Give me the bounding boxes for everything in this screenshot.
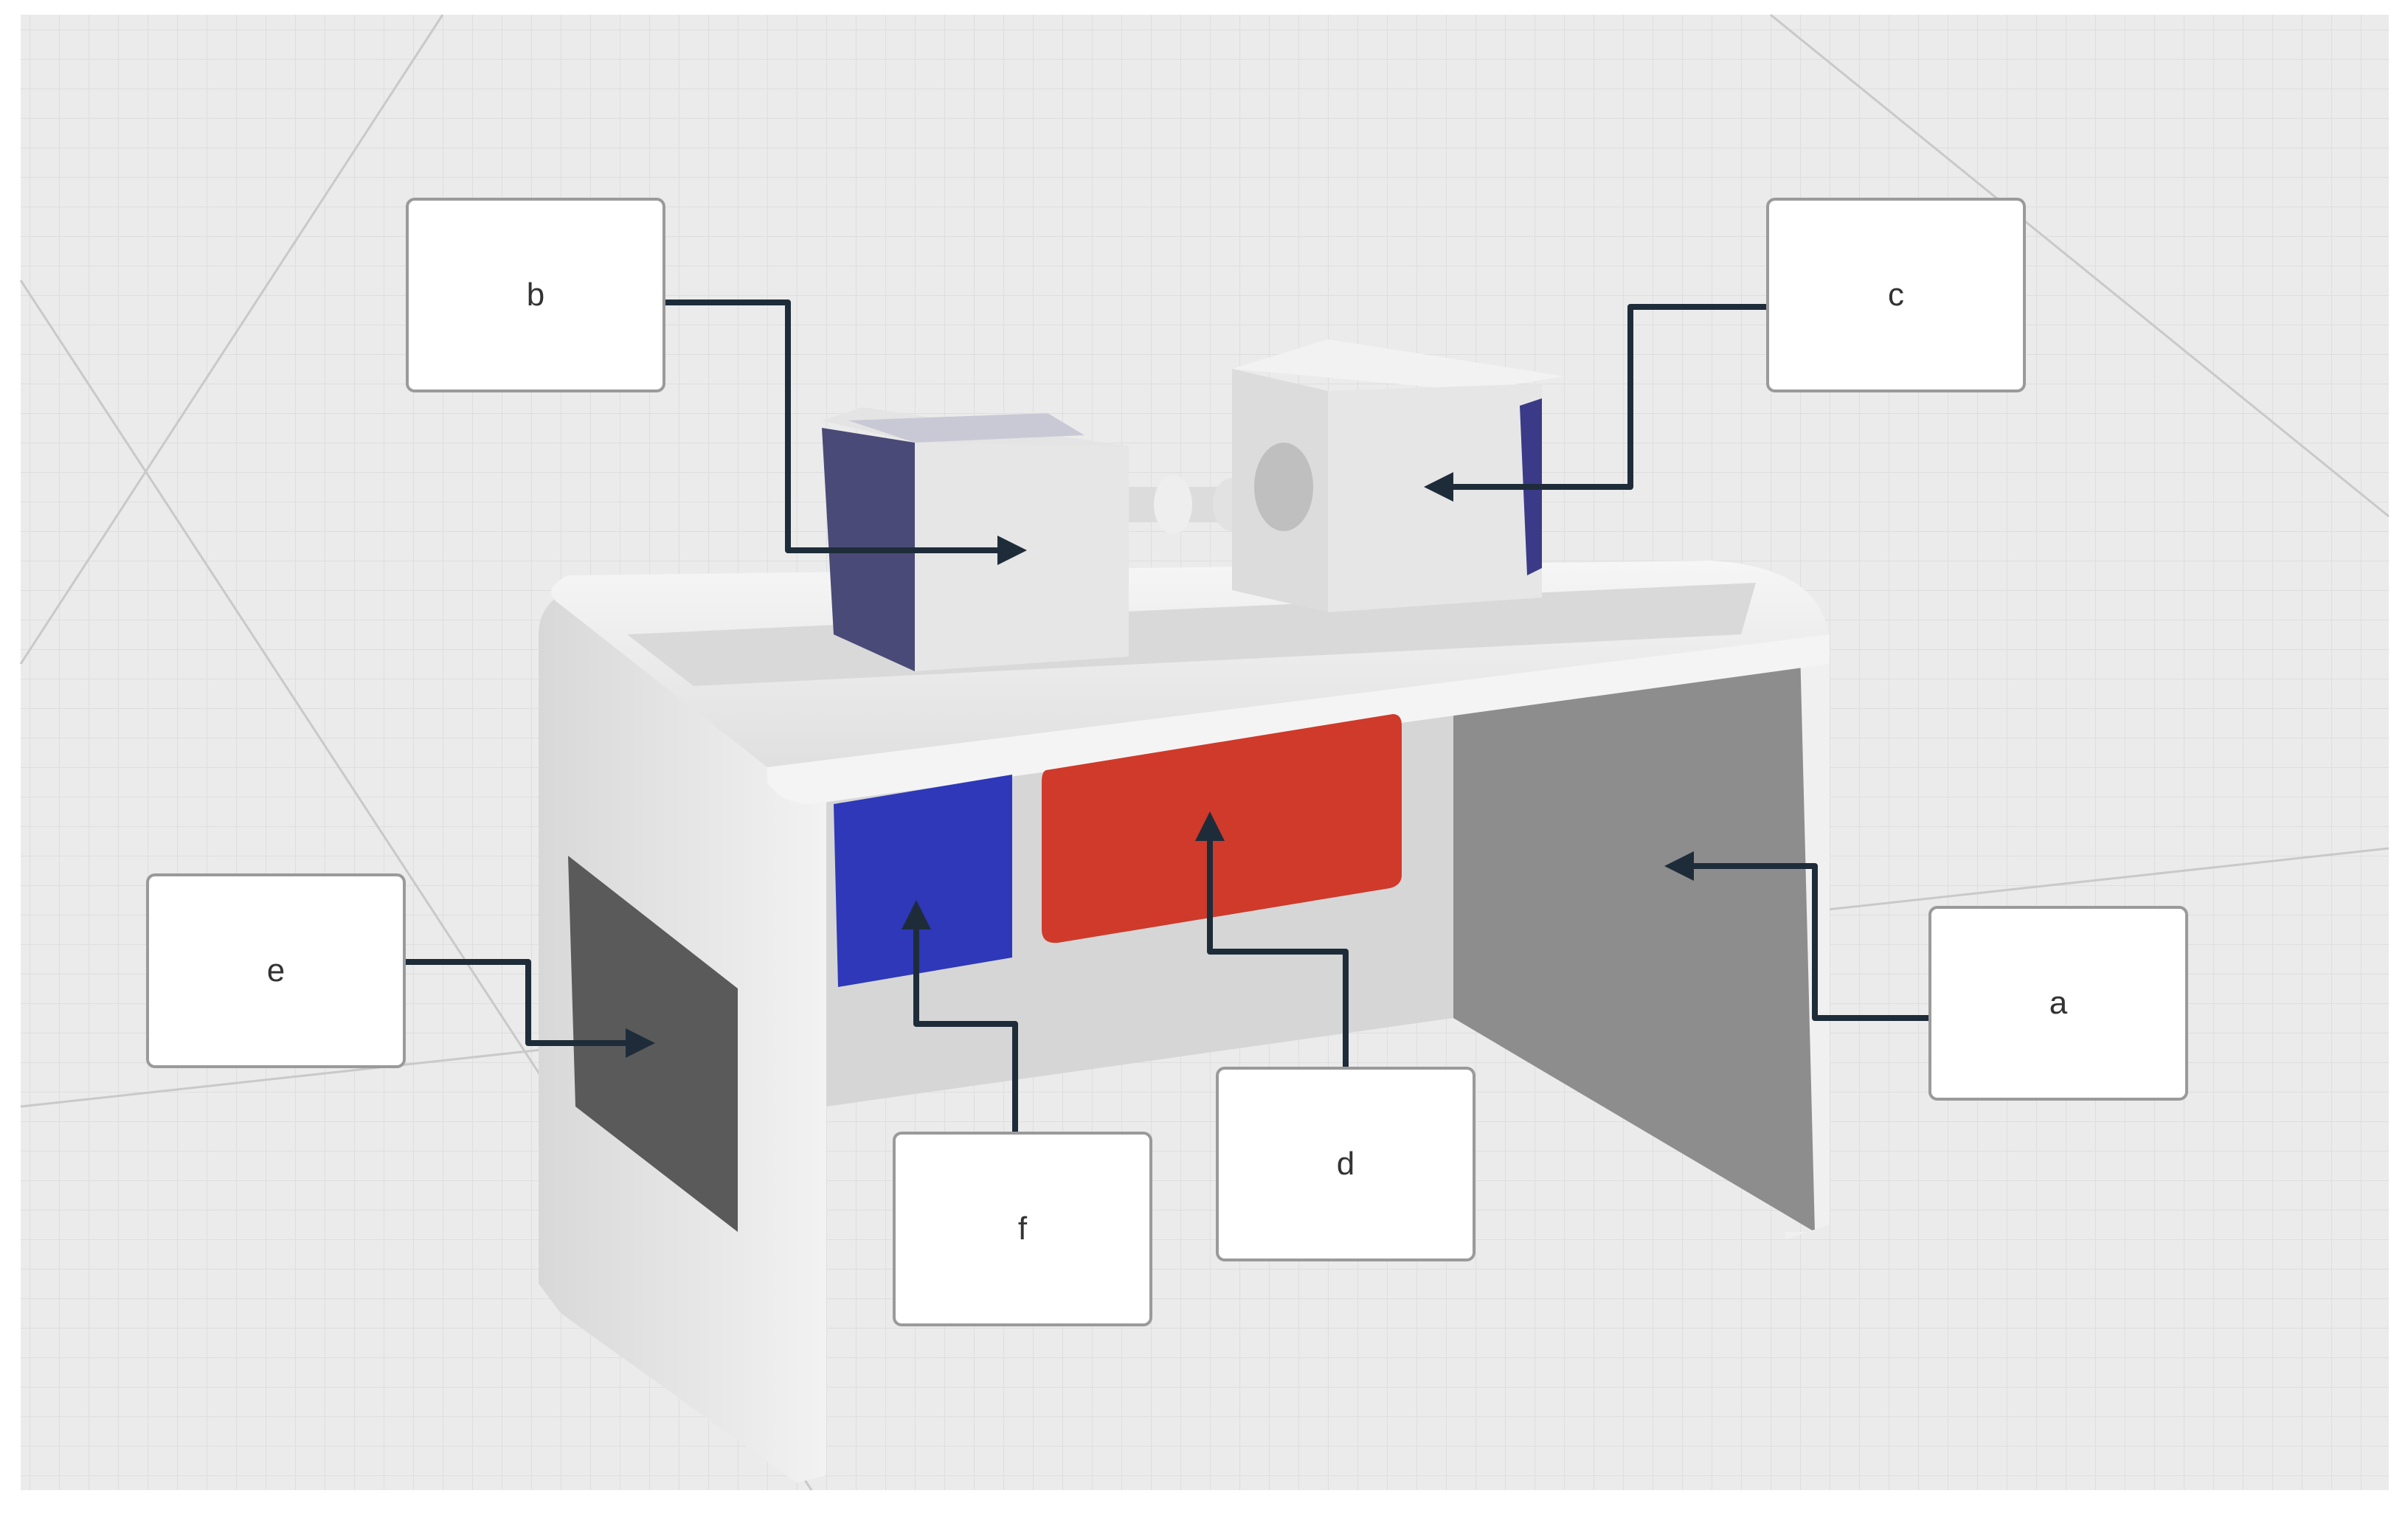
arrow-c: [1424, 304, 1766, 502]
arrow-e: [406, 959, 655, 1058]
blue-panel: [834, 775, 1012, 987]
callout-label-a: a: [2049, 985, 2068, 1021]
arrow-d: [1195, 811, 1349, 1067]
callout-box-f: f: [893, 1132, 1152, 1326]
callout-box-e: e: [146, 873, 406, 1068]
motor-assembly-left: [822, 407, 1129, 671]
callout-box-c: c: [1766, 198, 2026, 392]
back-panel: [1453, 649, 1815, 1232]
arrow-a: [1664, 851, 1928, 1021]
arrow-f: [902, 900, 1018, 1132]
tabletop-front-edge: [767, 634, 1830, 804]
arrow-b: [665, 300, 1027, 565]
sensor-box-front: [1328, 384, 1542, 612]
right-leg: [1785, 634, 1830, 1239]
callout-label-f: f: [1017, 1211, 1028, 1247]
sensor-box-right: [1232, 339, 1564, 612]
sensor-box-hole: [1254, 443, 1313, 531]
callout-label-c: c: [1888, 277, 1904, 313]
callout-label-e: e: [266, 952, 286, 989]
callout-label-d: d: [1336, 1146, 1355, 1182]
callout-label-b: b: [526, 277, 545, 313]
motor-front: [915, 443, 1129, 671]
sensor-box-top: [1232, 339, 1564, 391]
motor-inner-top: [848, 413, 1084, 443]
coupling-left: [1154, 475, 1192, 534]
connector-arrows: [406, 300, 1928, 1132]
callout-box-b: b: [406, 198, 665, 392]
callout-box-a: a: [1928, 906, 2188, 1101]
callout-box-d: d: [1216, 1067, 1475, 1261]
